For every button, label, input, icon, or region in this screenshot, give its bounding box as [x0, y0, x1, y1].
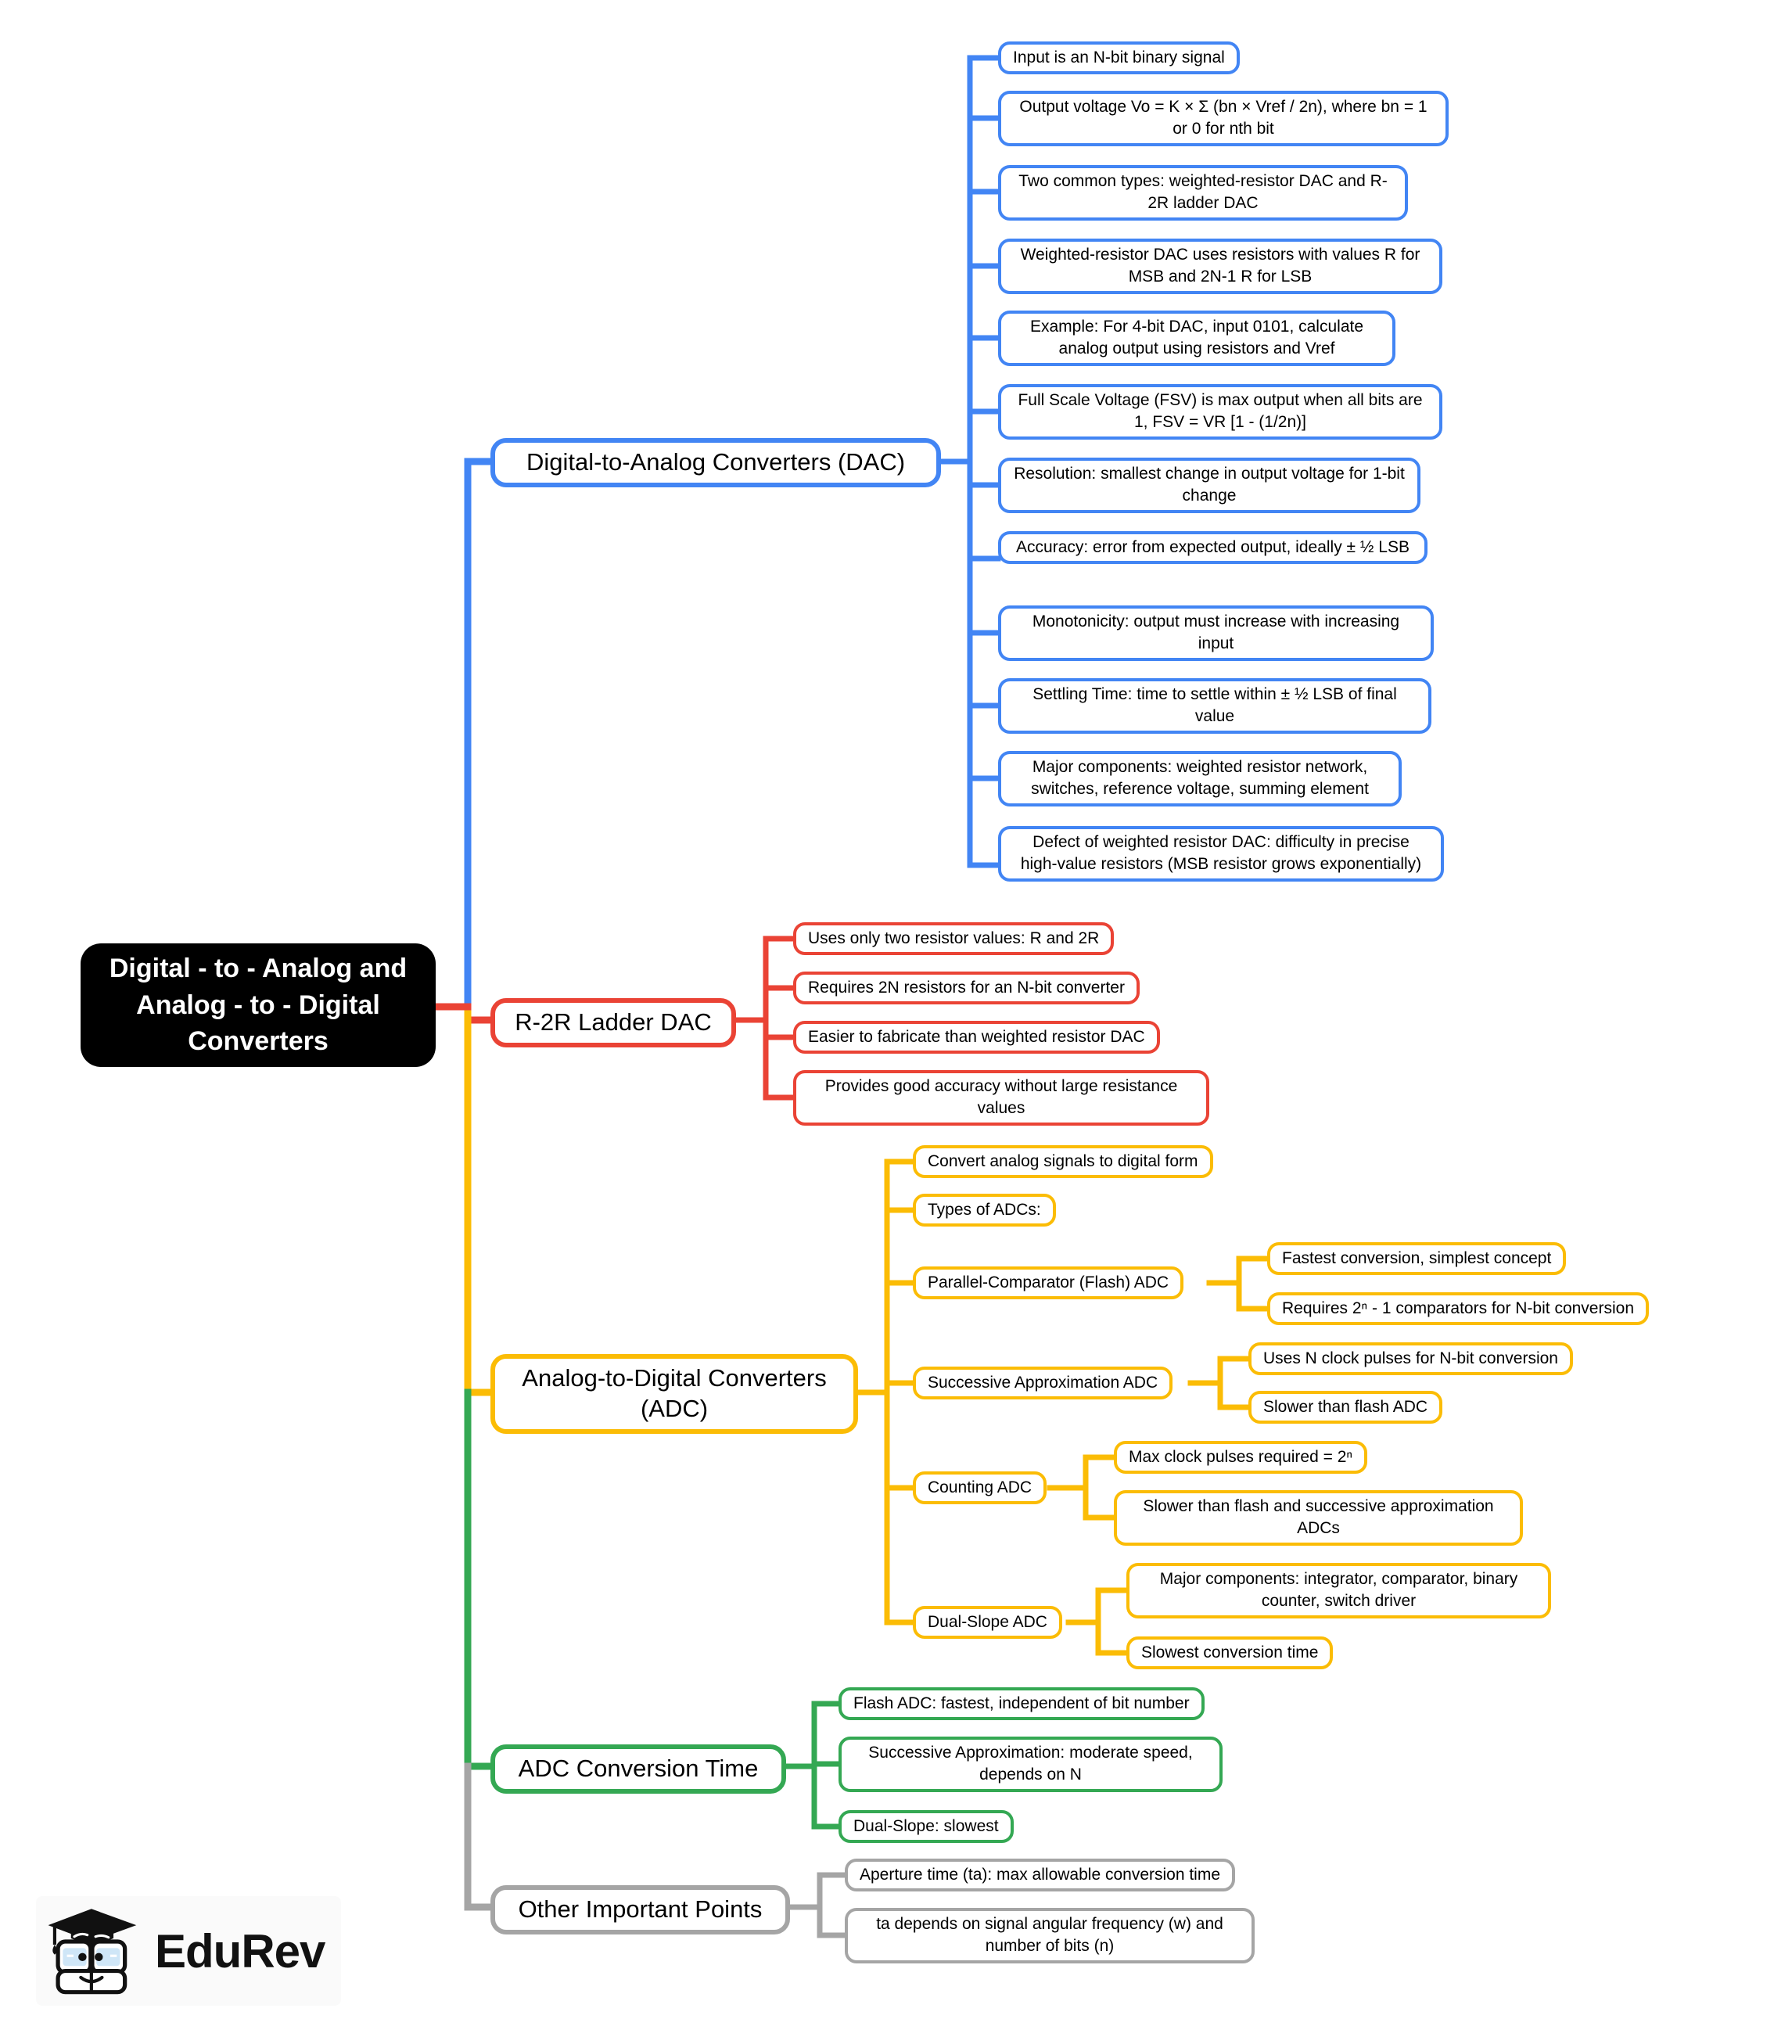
adc-type-dual-slope: Dual-Slope ADC — [913, 1606, 1062, 1640]
branch-node-dac: Digital-to-Analog Converters (DAC) — [490, 438, 941, 487]
counting-adc-leaf: Slower than flash and successive approxi… — [1114, 1490, 1523, 1546]
dac-leaf: Defect of weighted resistor DAC: difficu… — [998, 826, 1444, 882]
dac-leaf: Full Scale Voltage (FSV) is max output w… — [998, 384, 1442, 440]
branch-node-adc: Analog-to-Digital Converters (ADC) — [490, 1354, 858, 1434]
flash-adc-leaf: Requires 2ⁿ - 1 comparators for N-bit co… — [1267, 1292, 1650, 1326]
sa-adc-leaf: Uses N clock pulses for N-bit conversion — [1248, 1342, 1573, 1376]
other-points-leaf: ta depends on signal angular frequency (… — [845, 1908, 1255, 1963]
dac-leaf: Input is an N-bit binary signal — [998, 41, 1240, 75]
adc-leaf: Convert analog signals to digital form — [913, 1145, 1213, 1179]
counting-adc-leaf: Max clock pulses required = 2ⁿ — [1114, 1441, 1368, 1475]
flash-adc-leaf: Fastest conversion, simplest concept — [1267, 1242, 1567, 1276]
branch-node-other-points: Other Important Points — [490, 1885, 790, 1934]
root-node: Digital - to - Analog and Analog - to - … — [81, 943, 436, 1067]
edurev-brand-text: EduRev — [155, 1924, 325, 1978]
r2r-leaf: Uses only two resistor values: R and 2R — [793, 922, 1115, 956]
dac-leaf: Output voltage Vo = K × Σ (bn × Vref / 2… — [998, 91, 1449, 146]
sa-adc-leaf: Slower than flash ADC — [1248, 1391, 1443, 1424]
conversion-time-leaf: Flash ADC: fastest, independent of bit n… — [839, 1687, 1205, 1721]
dac-leaf: Monotonicity: output must increase with … — [998, 605, 1434, 661]
dual-slope-leaf: Major components: integrator, comparator… — [1126, 1563, 1551, 1618]
dac-leaf: Example: For 4-bit DAC, input 0101, calc… — [998, 311, 1395, 366]
r2r-leaf: Requires 2N resistors for an N-bit conve… — [793, 972, 1140, 1005]
edurev-mascot-icon — [48, 1909, 137, 1995]
adc-type-flash: Parallel-Comparator (Flash) ADC — [913, 1266, 1184, 1300]
branch-node-conversion-time: ADC Conversion Time — [490, 1744, 786, 1794]
conversion-time-leaf: Dual-Slope: slowest — [839, 1810, 1014, 1844]
edurev-logo: EduRev — [44, 1904, 325, 1998]
branch-node-r2r: R-2R Ladder DAC — [490, 998, 736, 1047]
r2r-leaf: Provides good accuracy without large res… — [793, 1070, 1209, 1126]
adc-type-successive-approximation: Successive Approximation ADC — [913, 1367, 1173, 1400]
dual-slope-leaf: Slowest conversion time — [1126, 1636, 1334, 1670]
dac-leaf: Major components: weighted resistor netw… — [998, 751, 1402, 806]
dac-leaf: Settling Time: time to settle within ± ½… — [998, 678, 1431, 734]
other-points-leaf: Aperture time (ta): max allowable conver… — [845, 1859, 1236, 1892]
adc-leaf: Types of ADCs: — [913, 1194, 1056, 1227]
dac-leaf: Two common types: weighted-resistor DAC … — [998, 165, 1408, 221]
adc-type-counting: Counting ADC — [913, 1471, 1047, 1505]
dac-leaf: Resolution: smallest change in output vo… — [998, 458, 1420, 513]
r2r-leaf: Easier to fabricate than weighted resist… — [793, 1021, 1160, 1054]
dac-leaf: Accuracy: error from expected output, id… — [998, 531, 1427, 565]
dac-leaf: Weighted-resistor DAC uses resistors wit… — [998, 239, 1442, 294]
conversion-time-leaf: Successive Approximation: moderate speed… — [839, 1737, 1223, 1792]
